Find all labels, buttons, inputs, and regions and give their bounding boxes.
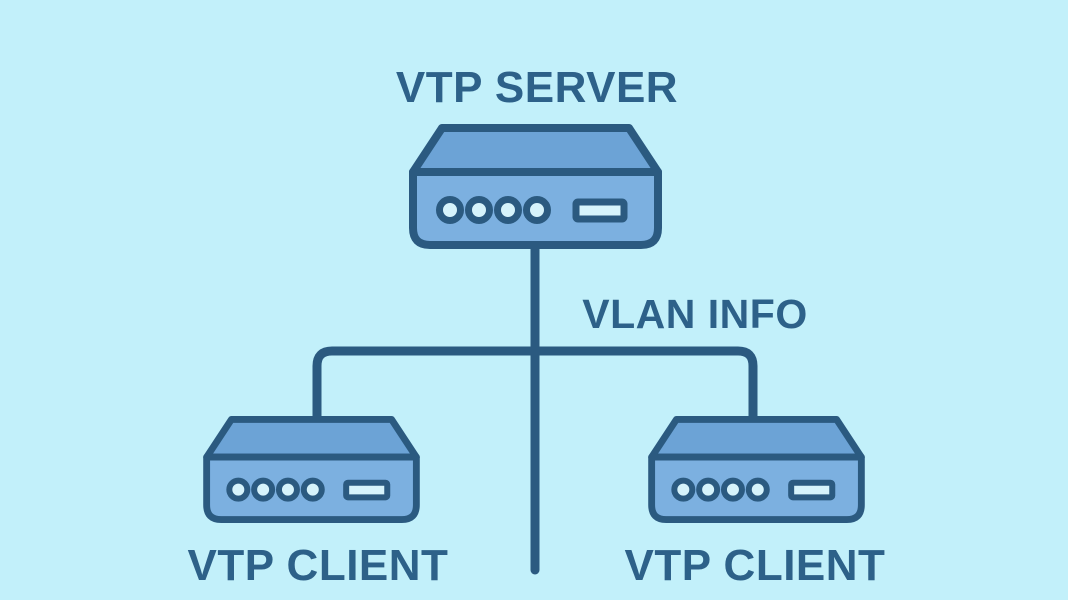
vtp-server-label: VTP SERVER: [395, 63, 679, 112]
branch-line: [312, 346, 758, 436]
vtp-client-right-label: VTP CLIENT: [624, 541, 886, 590]
vtp-client-left-label: VTP CLIENT: [187, 541, 449, 590]
vtp-client-left-switch-icon: [203, 416, 420, 523]
vtp-client-right-switch-icon: [648, 416, 865, 523]
vlan-info-label: VLAN INFO: [582, 291, 808, 337]
vtp-server-switch-icon: [409, 124, 662, 249]
